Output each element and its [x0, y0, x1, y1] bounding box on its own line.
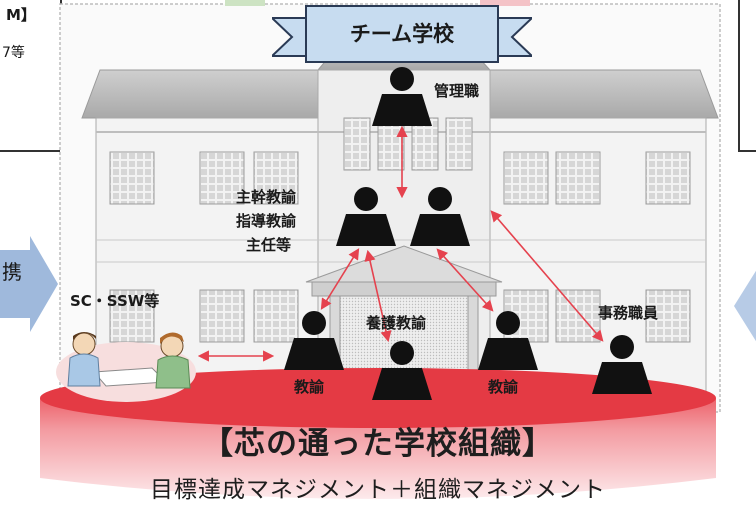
team-school-banner-title: チーム学校 [349, 22, 455, 46]
label-management: 管理職 [434, 82, 480, 100]
label-nurse-teacher: 養護教諭 [366, 314, 427, 332]
label-teacher-right: 教諭 [488, 378, 519, 396]
platform-subtitle: 目標達成マネジメント＋組織マネジメント [150, 477, 606, 503]
middle-leader-silhouette-left [336, 187, 396, 246]
counseling-illustration [56, 332, 196, 402]
nurse-teacher-silhouette [372, 341, 432, 400]
school-building [59, 0, 721, 413]
left-arrow-label: 携 [2, 260, 22, 284]
middle-leader-silhouette-right [410, 187, 470, 246]
right-panel [738, 0, 756, 152]
label-middle-2: 指導教諭 [236, 212, 297, 230]
left-panel-text-fragment: 7等 [2, 45, 25, 61]
teacher-silhouette-left [284, 311, 344, 370]
label-sc-ssw: SC・SSW等 [70, 292, 160, 310]
label-middle-3: 主任等 [246, 236, 292, 254]
team-school-banner-shape [272, 5, 532, 63]
management-silhouette [372, 67, 432, 126]
right-arrow [734, 270, 756, 342]
office-staff-silhouette [592, 335, 652, 394]
label-middle-1: 主幹教諭 [236, 188, 297, 206]
label-office-staff: 事務職員 [598, 304, 659, 322]
label-teacher-left: 教諭 [294, 378, 325, 396]
teacher-silhouette-right [478, 311, 538, 370]
connector-arrows [197, 125, 604, 362]
left-panel-heading-fragment: M】 [6, 6, 36, 24]
platform-title: 【芯の通った学校組織】 [202, 426, 554, 462]
left-arrow [0, 236, 58, 332]
